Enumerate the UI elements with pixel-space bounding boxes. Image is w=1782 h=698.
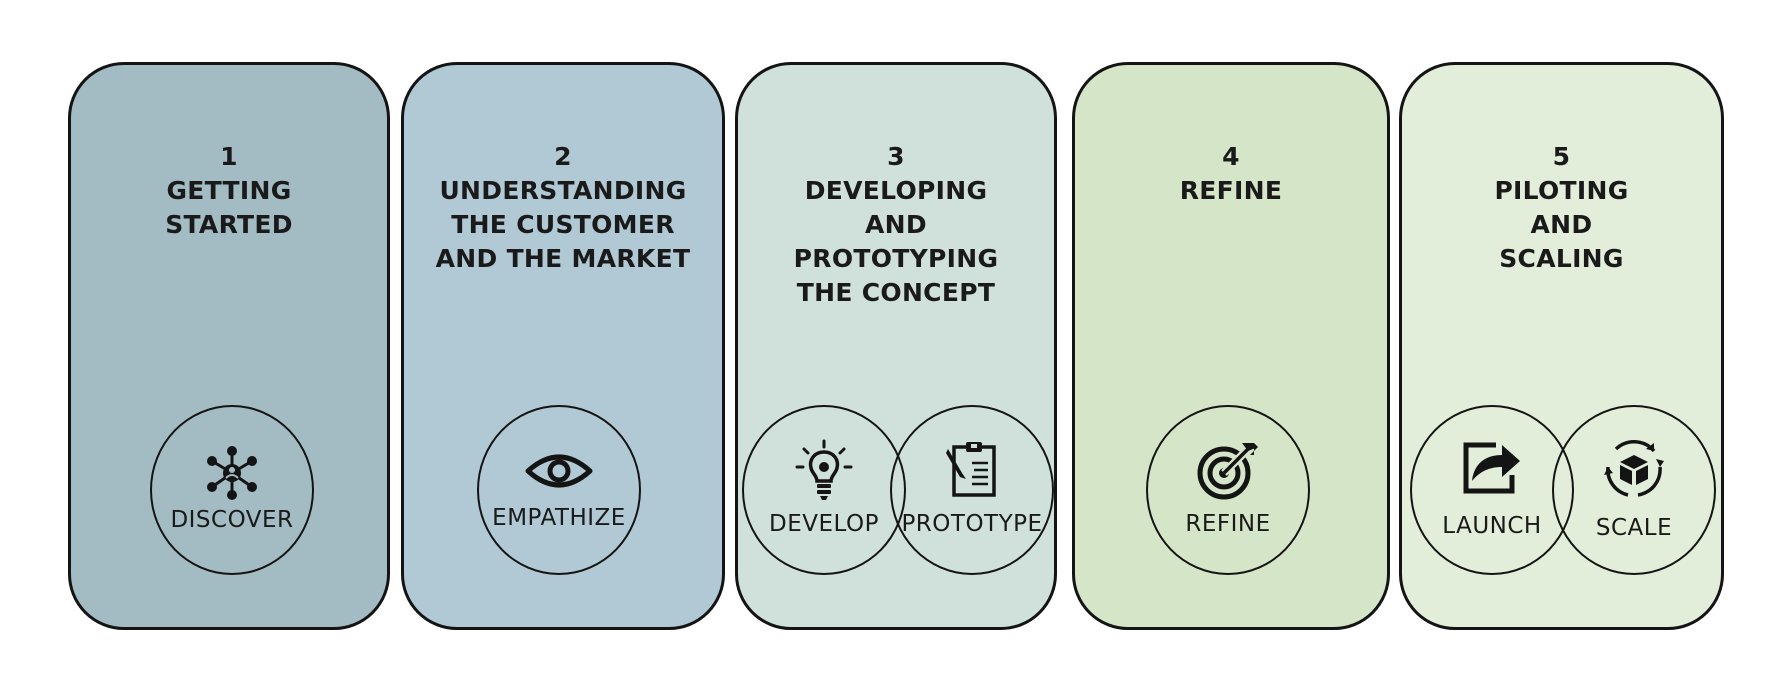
- activity-label: SCALE: [1595, 515, 1673, 541]
- phase-title-line: THE CONCEPT: [796, 278, 996, 307]
- phase-number: 2: [554, 142, 572, 171]
- phase-title-line: THE CUSTOMER: [451, 210, 675, 239]
- phase-title-line: STARTED: [165, 210, 293, 239]
- phase-title: 2 UNDERSTANDING THE CUSTOMER AND THE MAR…: [404, 140, 722, 276]
- eye-icon: [525, 454, 593, 488]
- activity-label: LAUNCH: [1442, 513, 1542, 539]
- activity-circle-launch: LAUNCH: [1410, 405, 1574, 575]
- phase-title-line: AND: [1530, 210, 1593, 239]
- activity-circle-scale: SCALE: [1552, 405, 1716, 575]
- activity-circle-prototype: PROTOTYPE: [890, 405, 1054, 575]
- phase-number: 5: [1552, 142, 1571, 171]
- phase-title-line: PROTOTYPING: [793, 244, 999, 273]
- share-arrow-icon: [1463, 442, 1520, 494]
- phase-number: 3: [887, 142, 905, 171]
- phase-title-line: DEVELOPING: [804, 176, 988, 205]
- network-icon: [207, 446, 257, 500]
- activity-label: DEVELOP: [769, 511, 879, 537]
- activity-circle-refine: REFINE: [1146, 405, 1310, 575]
- phase-number: 1: [220, 142, 238, 171]
- activity-label: PROTOTYPE: [901, 511, 1043, 537]
- phase-card-3: 3 DEVELOPING AND PROTOTYPING THE CONCEPT: [735, 62, 1057, 630]
- activity-circle-discover: DISCOVER: [150, 405, 314, 575]
- phase-card-4: 4 REFINE REFINE: [1072, 62, 1390, 630]
- phase-card-5: 5 PILOTING AND SCALING LAUNCH: [1399, 62, 1724, 630]
- activity-label: REFINE: [1185, 511, 1271, 537]
- phase-title: 5 PILOTING AND SCALING: [1402, 140, 1721, 276]
- activity-label: DISCOVER: [170, 507, 294, 533]
- phase-title-line: AND THE MARKET: [435, 244, 691, 273]
- phase-card-2: 2 UNDERSTANDING THE CUSTOMER AND THE MAR…: [401, 62, 725, 630]
- phase-number: 4: [1222, 142, 1240, 171]
- lightbulb-icon: [795, 439, 853, 500]
- activity-label: EMPATHIZE: [492, 505, 626, 531]
- activity-circle-empathize: EMPATHIZE: [477, 405, 641, 575]
- phase-title-line: PILOTING: [1494, 176, 1629, 205]
- activity-circle-develop: DEVELOP: [742, 405, 906, 575]
- phase-title: 4 REFINE: [1075, 140, 1387, 208]
- phase-title-line: GETTING: [166, 176, 292, 205]
- phase-title-line: SCALING: [1499, 244, 1624, 273]
- target-icon: [1197, 443, 1258, 500]
- phase-title-line: UNDERSTANDING: [439, 176, 687, 205]
- phase-card-1: 1 GETTING STARTED: [68, 62, 390, 630]
- phase-title: 3 DEVELOPING AND PROTOTYPING THE CONCEPT: [738, 140, 1054, 310]
- box-cycle-icon: [1604, 439, 1664, 497]
- phase-title-line: REFINE: [1179, 176, 1283, 205]
- phase-title: 1 GETTING STARTED: [71, 140, 387, 242]
- clipboard-icon: [946, 442, 996, 497]
- phase-title-line: AND: [865, 210, 927, 239]
